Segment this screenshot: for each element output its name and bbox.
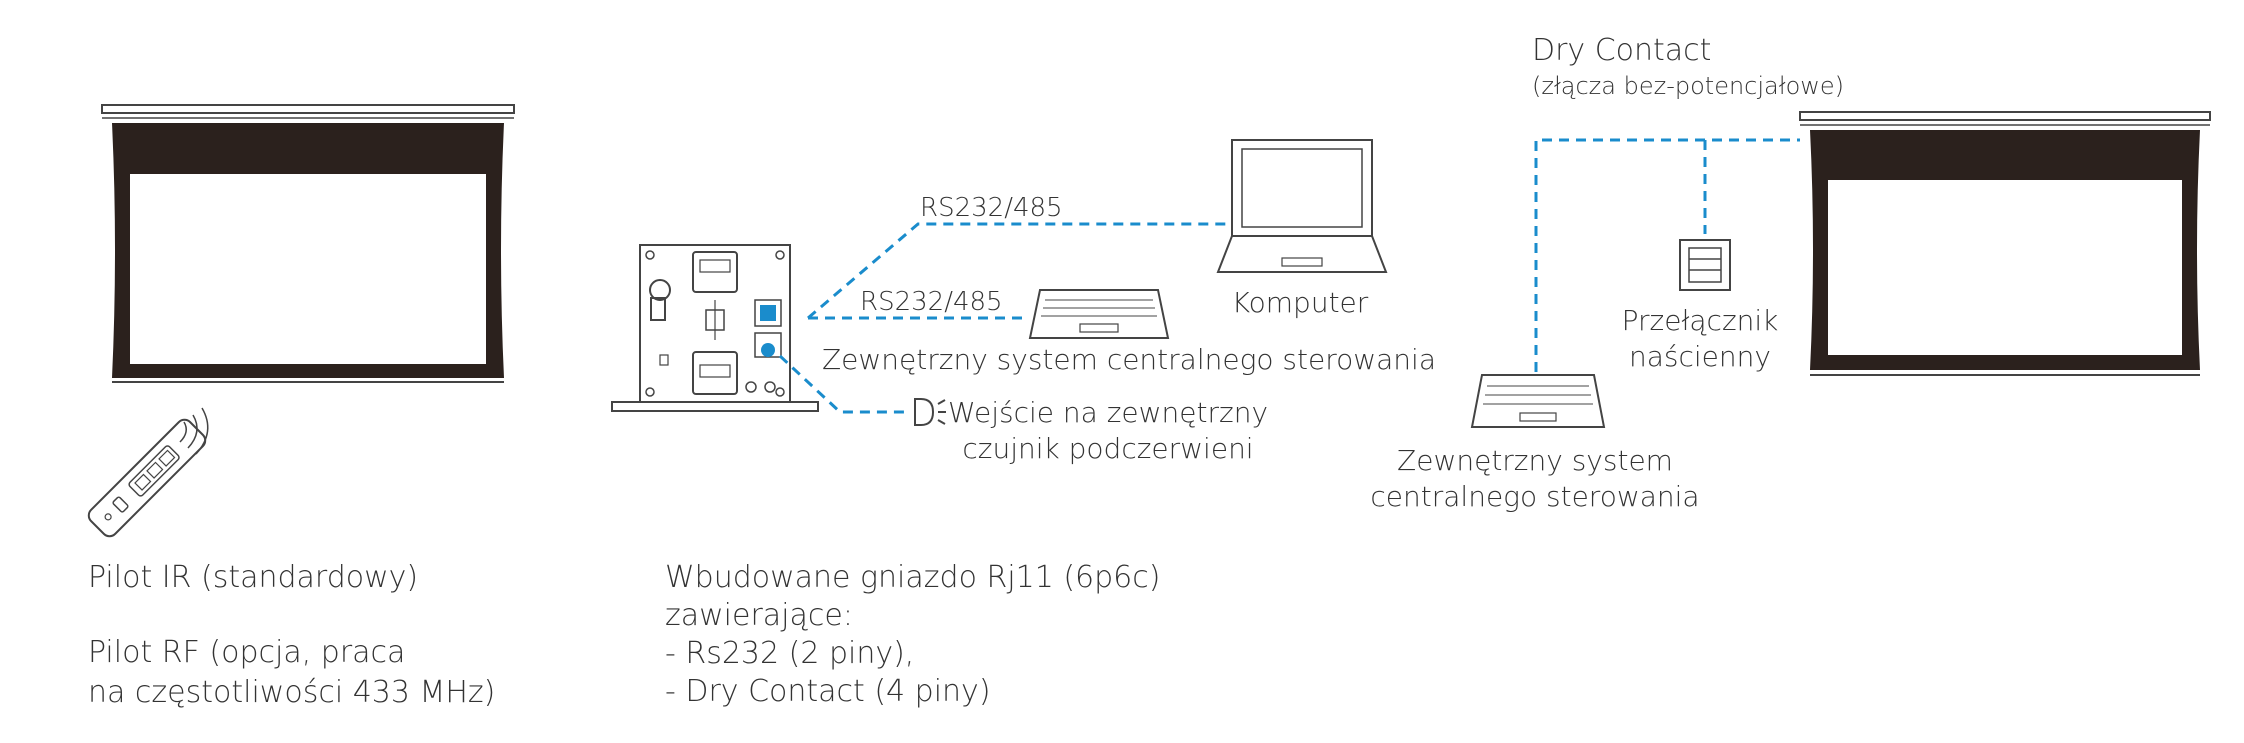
ir-input-line — [778, 354, 908, 414]
controller-board-icon — [611, 244, 819, 412]
computer-label: Komputer — [1232, 286, 1369, 319]
remote-rf-label-line1: Pilot RF (opcja, praca — [88, 635, 405, 670]
remote-control-icon — [87, 407, 209, 538]
left-projection-screen-icon — [101, 104, 515, 383]
right-system-label-line2: centralnego sterowania — [1370, 480, 1699, 513]
right-projection-screen-icon — [1799, 111, 2211, 376]
ir-input-label-line1: Wejście na zewnętrzny — [948, 396, 1268, 429]
remote-ir-label: Pilot IR (standardowy) — [88, 560, 418, 595]
ir-sensor-icon — [914, 398, 946, 426]
rs232-line-to-computer — [807, 222, 1226, 320]
ir-input-label-line2: czujnik podczerwieni — [962, 432, 1253, 465]
dry-contact-line-main — [1534, 138, 1800, 372]
rs232-bottom-label: RS232/485 — [860, 287, 1003, 317]
socket-label-line2: zawierające: — [665, 598, 853, 633]
remote-rf-label-line2: na częstotliwości 433 MHz) — [88, 675, 495, 710]
right-system-label-line1: Zewnętrzny system — [1397, 444, 1673, 477]
external-system-label: Zewnętrzny system centralnego sterowania — [822, 343, 1436, 376]
wall-switch-icon — [1679, 239, 1731, 291]
socket-label-line1: Wbudowane gniazdo Rj11 (6p6c) — [665, 560, 1160, 595]
wall-switch-label-line1: Przełącznik — [1622, 304, 1779, 337]
right-control-panel-icon — [1470, 374, 1606, 428]
connection-lines — [778, 138, 1800, 414]
rs232-top-label: RS232/485 — [920, 193, 1063, 223]
laptop-icon — [1216, 139, 1388, 273]
labels: RS232/485 RS232/485 Komputer Zewnętrzny … — [88, 33, 1844, 710]
dry-contact-subtitle: (złącza bez-potencjałowe) — [1532, 72, 1844, 100]
socket-label-line3: - Rs232 (2 piny), — [665, 636, 914, 671]
wall-switch-label-line2: naścienny — [1629, 340, 1771, 373]
socket-label-line4: - Dry Contact (4 piny) — [665, 674, 991, 709]
dry-contact-title: Dry Contact — [1532, 33, 1711, 68]
control-panel-icon — [1028, 289, 1170, 339]
